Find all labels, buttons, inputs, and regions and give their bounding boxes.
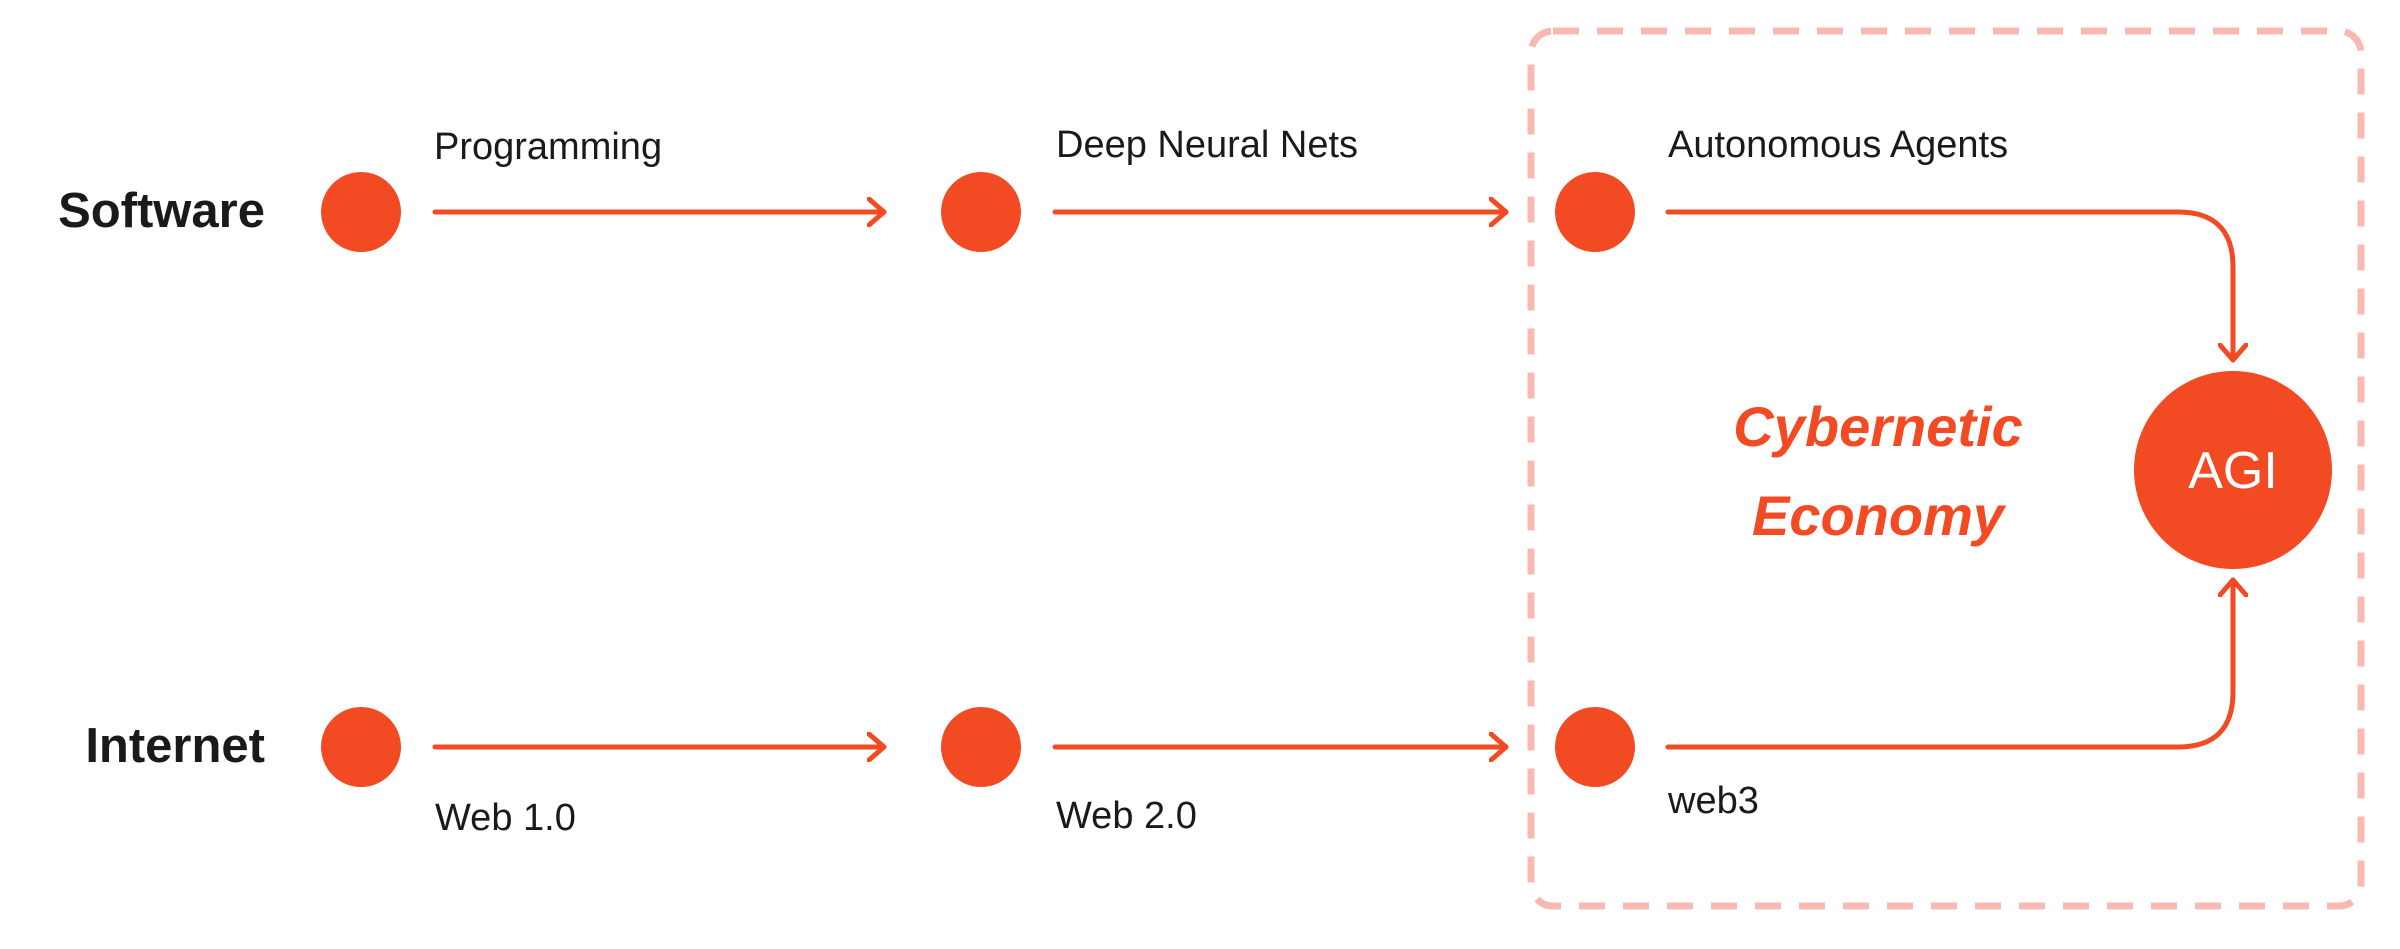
internet-node-1 bbox=[321, 707, 401, 787]
cybernetic-label: Cybernetic bbox=[1733, 395, 2022, 458]
internet-row-label: Internet bbox=[85, 719, 265, 773]
programming-label: Programming bbox=[434, 126, 662, 168]
deep-neural-nets-label: Deep Neural Nets bbox=[1056, 124, 1358, 166]
autonomous-agents-label: Autonomous Agents bbox=[1668, 124, 2008, 166]
internet-node-2 bbox=[941, 707, 1021, 787]
autonomous-agents-arrow bbox=[1665, 209, 2233, 363]
software-node-1 bbox=[321, 172, 401, 252]
economy-label: Economy bbox=[1752, 484, 2007, 547]
web2-label: Web 2.0 bbox=[1056, 795, 1197, 837]
software-node-3 bbox=[1555, 172, 1635, 252]
software-row-label: Software bbox=[58, 184, 265, 238]
agi-node bbox=[2134, 371, 2332, 569]
web1-label: Web 1.0 bbox=[435, 797, 576, 839]
agi-label: AGI bbox=[2188, 442, 2278, 500]
web3-label: web3 bbox=[1667, 780, 1759, 822]
internet-node-3 bbox=[1555, 707, 1635, 787]
software-node-2 bbox=[941, 172, 1021, 252]
web3-arrow bbox=[1665, 577, 2233, 750]
cybernetic-economy-region bbox=[1527, 27, 2365, 910]
